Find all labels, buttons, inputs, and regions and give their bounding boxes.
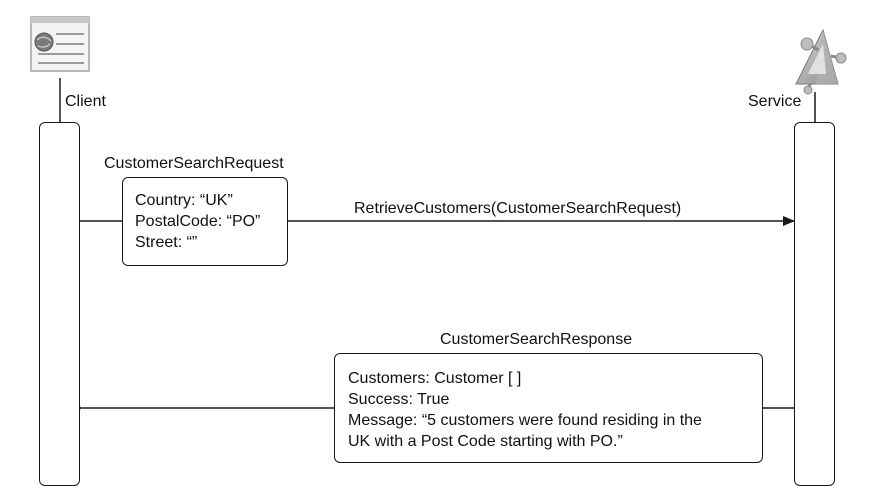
request-note: Country: “UK” PostalCode: “PO” Street: “… [122, 177, 288, 266]
request-line-country: Country: “UK” [135, 192, 233, 209]
service-lifeline [794, 122, 835, 486]
client-label: Client [65, 93, 106, 110]
response-note: Customers: Customer [ ] Success: True Me… [334, 353, 763, 463]
request-message-label: RetrieveCustomers(CustomerSearchRequest) [354, 200, 682, 217]
response-line-customers: Customers: Customer [ ] [348, 370, 522, 387]
response-line-success: Success: True [348, 391, 450, 408]
request-line-street: Street: “” [135, 234, 198, 251]
service-label: Service [748, 93, 802, 110]
response-line-message-cont: UK with a Post Code starting with PO.” [348, 433, 623, 450]
client-lifeline [39, 122, 80, 486]
request-line-postalcode: PostalCode: “PO” [135, 213, 261, 230]
request-title: CustomerSearchRequest [104, 155, 284, 172]
service-triangle-icon [795, 28, 847, 95]
browser-window-icon [30, 16, 90, 72]
response-title: CustomerSearchResponse [440, 331, 633, 348]
response-line-message: Message: “5 customers were found residin… [348, 412, 702, 429]
